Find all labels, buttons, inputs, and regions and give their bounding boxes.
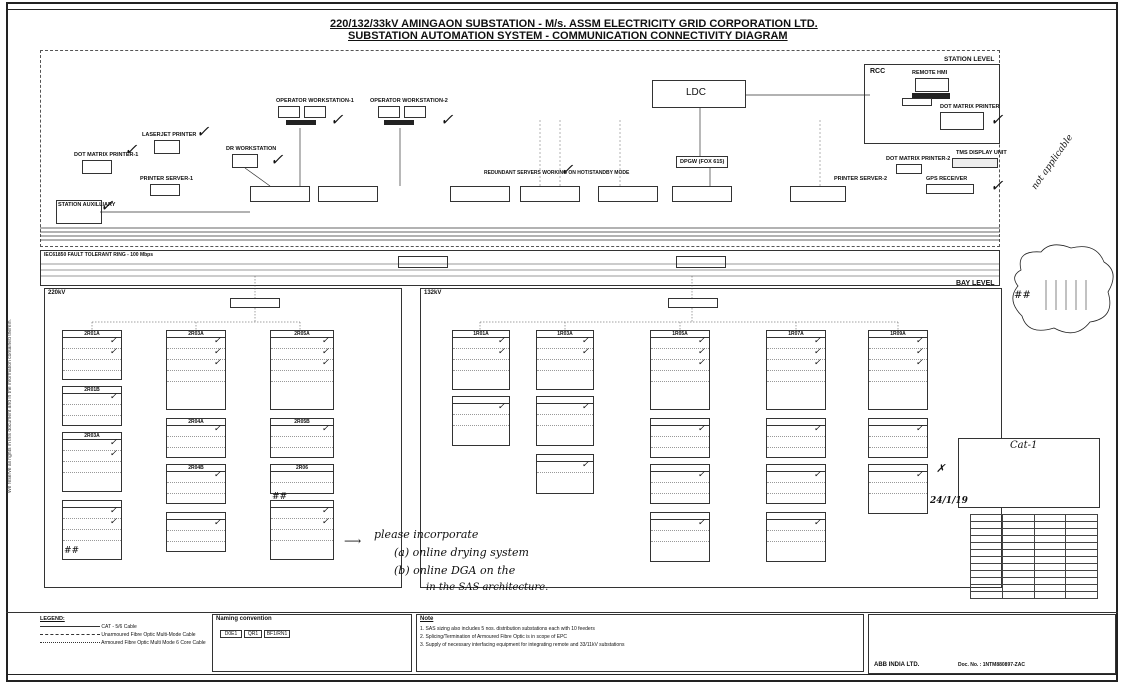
- handwritten-note-4: in the SAS architecture.: [426, 582, 548, 593]
- note-line-2: 2. Splicing/Termination of Armoured Fibr…: [420, 634, 860, 640]
- bottom-strip-divider: [6, 612, 1118, 613]
- note-line-3: 3. Supply of necessary interfacing equip…: [420, 642, 860, 648]
- handwritten-scribble: ✗: [936, 462, 945, 475]
- legend-item-3: Armoured Fibre Optic Multi Mode 6 Core C…: [40, 640, 210, 646]
- title-block-doc: Doc. No. : 1NTM880897-ZAC: [958, 662, 1025, 668]
- handwritten-note-1: please incorporate: [374, 528, 478, 541]
- legend-title: LEGEND:: [40, 616, 65, 622]
- title-block-company: ABB INDIA LTD.: [874, 662, 919, 668]
- naming-code-1: D0E1: [220, 630, 242, 638]
- handwritten-cat-label: Cat-1: [1010, 440, 1037, 451]
- naming-convention-title: Naming convention: [216, 616, 272, 622]
- hash-mark: ##: [272, 492, 287, 502]
- handwritten-arrow: ⟶: [344, 534, 361, 548]
- hash-mark: ##: [64, 546, 79, 556]
- notes-title: Note: [420, 616, 433, 622]
- note-line-1: 1. SAS sizing also includes 5 nos. distr…: [420, 626, 860, 632]
- naming-code-3: BF1/RN1: [264, 630, 290, 638]
- panel-count-table: [970, 514, 1098, 599]
- handwritten-date: 24/1/19: [930, 496, 968, 506]
- legend-item-2: Unarmoured Fibre Optic Multi-Mode Cable: [40, 632, 200, 638]
- handwritten-note-3: (b) online DGA on the: [394, 564, 515, 577]
- handwritten-note-2: (a) online drying system: [394, 546, 529, 559]
- naming-convention-box: [212, 614, 412, 672]
- legend-item-1: CAT - 5/6 Cable: [40, 624, 200, 630]
- naming-code-2: QR1: [244, 630, 262, 638]
